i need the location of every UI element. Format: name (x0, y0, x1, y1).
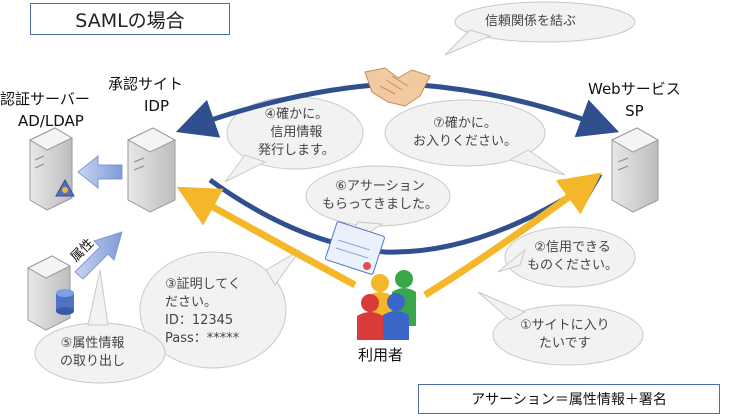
sp-name: Webサービス (588, 80, 681, 98)
arrow-idp-to-sp-assertion (208, 174, 603, 255)
bubble-step3 (139, 249, 301, 369)
server-icon (126, 127, 177, 213)
bubble-step3-line: ださい。 (165, 295, 218, 310)
bubble-step4-text: ④確かに。 信用情報 発行します。 (258, 106, 335, 160)
arrow-user-to-sp (423, 172, 602, 298)
bubble-step4 (224, 96, 364, 183)
user-label: 利用者 (358, 346, 404, 364)
auth-server-label: 認証サーバー AD/LDAP (0, 88, 90, 132)
bubble-step3-line: Pass：***** (165, 331, 240, 346)
bubble-trust (444, 1, 636, 56)
bubble-step5-text: ⑤属性情報 の取り出し (60, 335, 125, 371)
certificate-badge-icon (55, 178, 75, 197)
assertion-definition: アサーション＝属性情報＋署名 (418, 384, 720, 414)
arrow-trust-to-idp (175, 82, 376, 138)
bubble-step6-line: もらってきました。 (322, 197, 438, 212)
bubble-step2-text: ②信用できる ものください。 (527, 239, 618, 275)
server-icon (610, 127, 660, 213)
bubble-step3-line: ③証明してく (165, 277, 241, 292)
arrow-trust-to-sp (419, 82, 620, 138)
idp-name: 承認サイト (108, 75, 184, 93)
certificate-icon (325, 221, 385, 275)
page-title: SAMLの場合 (30, 3, 230, 35)
bubble-step1-line: たいです (539, 336, 591, 351)
bubble-step1-line: ①サイトに入り (520, 318, 610, 333)
bubble-step5 (34, 269, 166, 384)
people-icon (357, 270, 416, 340)
bubble-step6-text: ⑥アサーション もらってきました。 (322, 178, 438, 214)
sp-type: SP (625, 102, 644, 120)
bubble-trust-text: 信頼関係を結ぶ (485, 14, 577, 29)
bubble-step3-line: ID：12345 (165, 313, 234, 328)
bubble-step4-line: 発行します。 (258, 143, 335, 158)
database-icon (56, 289, 74, 315)
bubble-step1 (477, 291, 644, 366)
idp-type: IDP (143, 97, 170, 115)
idp-label: 承認サイト IDP (108, 73, 183, 117)
bubble-step2 (497, 226, 636, 288)
arrow-idp-to-auth (77, 154, 123, 190)
bubble-step2-line: ②信用できる (534, 240, 611, 255)
bubble-step5-line: の取り出し (60, 354, 126, 369)
server-icon (28, 127, 74, 211)
bubble-step7-text: ⑦確かに。 お入りください。 (413, 115, 517, 151)
sp-label: Webサービス SP (588, 78, 681, 122)
bubble-step7-line: ⑦確かに。 (433, 116, 497, 131)
arrow-attribute (74, 231, 123, 280)
arrow-user-to-idp (176, 186, 357, 289)
bubble-step5-line: ⑤属性情報 (60, 336, 125, 351)
bubble-step1-text: ①サイトに入り たいです (520, 317, 610, 353)
handshake-icon (364, 67, 431, 107)
bubble-step4-line: ④確かに。 (264, 107, 329, 122)
bubble-step3-text: ③証明してく ださい。 ID：12345 Pass：***** (165, 276, 241, 348)
auth-server-name: 認証サーバー (0, 90, 90, 108)
bubble-step7 (384, 99, 566, 176)
auth-server-type: AD/LDAP (18, 112, 84, 130)
bubble-step4-line: 信用情報 (270, 125, 323, 140)
bubble-step2-line: ものください。 (527, 258, 619, 273)
bubble-step7-line: お入りください。 (413, 134, 518, 149)
bubble-step6-line: ⑥アサーション (335, 179, 425, 194)
